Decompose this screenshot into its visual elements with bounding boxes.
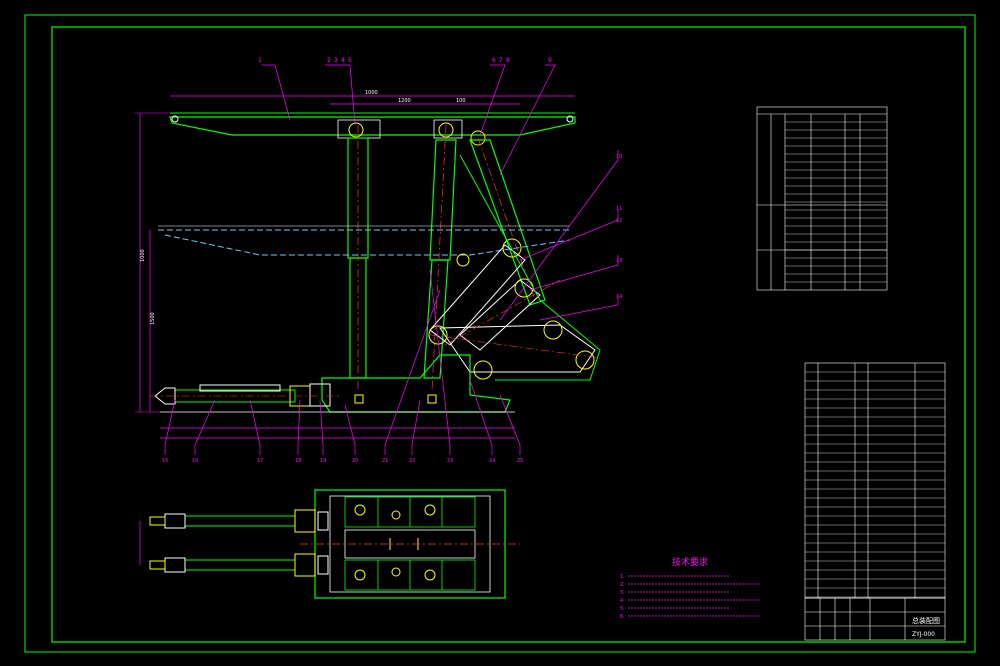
canopy-end-pin-left [171, 115, 179, 123]
part-label: 16 [192, 458, 198, 464]
tech-req-lines: 1. 2. 3. 4. 5. 6. [620, 574, 760, 620]
push-cylinder [154, 383, 331, 407]
part-label: 1 [258, 57, 262, 64]
dimension-text: 1000 [365, 90, 378, 96]
extended-beam-hidden-lower [164, 234, 571, 256]
part-label: 12 [616, 218, 622, 224]
leaders-right [499, 150, 619, 321]
parameter-table-rows [785, 121, 887, 283]
part-label: 18 [295, 458, 301, 464]
part-label: 21 [382, 458, 388, 464]
base-block-2 [427, 394, 437, 404]
base-block-1 [354, 394, 364, 404]
title-block-part-name: 总装配图 [912, 616, 940, 625]
parameter-table [756, 106, 888, 291]
inner-frame [51, 26, 966, 643]
canopy-pin-right [470, 130, 486, 146]
tech-req-item: 6. [620, 614, 625, 620]
right-leg-lower [423, 259, 449, 379]
plan-view [139, 489, 520, 599]
part-label: 4 [341, 57, 345, 64]
part-label: 24 [489, 458, 495, 464]
part-label: 22 [409, 458, 415, 464]
part-label: 2 [327, 57, 331, 64]
tech-req-item: 4. [620, 598, 625, 604]
part-labels-top: 1 2 3 4 5 6 7 8 9 [258, 57, 552, 64]
part-labels-right: 10 11 12 13 14 [616, 154, 622, 300]
dimension-text: 1000 [140, 249, 146, 262]
canopy-beam [169, 116, 576, 136]
canopy-pin-mid [438, 122, 454, 138]
dimensions-left: 1000 1500 [140, 249, 156, 325]
rear-link-centerline [477, 137, 536, 301]
linkage-centerline-1 [429, 334, 601, 359]
linkage-centerline-2 [444, 279, 561, 346]
tech-req-item: 5. [620, 606, 625, 612]
part-label: 6 [492, 57, 496, 64]
right-leg-centerline [431, 124, 447, 391]
part-label: 19 [320, 458, 326, 464]
leaders-bottom [164, 269, 521, 455]
plan-cylinders [149, 509, 329, 577]
tech-req-item: 3. [620, 590, 625, 596]
part-labels-bottom: 15 16 17 18 19 20 21 22 23 24 25 [162, 458, 523, 464]
front-elevation-view [135, 64, 619, 455]
canopy-pin-left [348, 122, 364, 138]
part-label: 3 [334, 57, 338, 64]
linkage-outline-green [459, 154, 601, 381]
part-label: 10 [616, 154, 622, 160]
rear-link-arm [469, 139, 546, 306]
tech-req-item: 2. [620, 582, 625, 588]
parts-list [804, 362, 946, 599]
part-label: 20 [352, 458, 358, 464]
tech-req-item: 1. [620, 574, 625, 580]
plan-pins [354, 504, 436, 581]
part-label: 5 [348, 57, 352, 64]
right-leg-upper [429, 139, 457, 261]
tech-req-title: 技术要求 [672, 556, 708, 568]
dimension-text: 1500 [150, 312, 156, 325]
title-block-drawing-number: ZYJ-000 [912, 631, 935, 638]
canopy-hinge-mid [433, 119, 463, 139]
dimension-text: 1200 [398, 98, 411, 104]
part-label: 9 [548, 57, 552, 64]
four-bar-linkage [428, 238, 596, 380]
parts-list-rows [805, 371, 945, 598]
title-block [804, 597, 946, 641]
part-label: 17 [257, 458, 263, 464]
technical-requirements: 技术要求 1. 2. 3. 4. 5. 6. [620, 556, 760, 620]
plan-inner-frame [329, 495, 491, 593]
part-label: 25 [517, 458, 523, 464]
part-label: 8 [506, 57, 510, 64]
canopy-end-pin-right [566, 115, 574, 123]
dimension-text: 100 [456, 98, 466, 104]
dimensions-top: 1000 1200 100 [365, 90, 466, 104]
leaders-top [262, 64, 556, 176]
part-label: 23 [447, 458, 453, 464]
part-label: 15 [162, 458, 168, 464]
part-label: 11 [616, 206, 622, 212]
outer-frame [24, 14, 976, 653]
part-label: 7 [499, 57, 503, 64]
part-label: 13 [616, 258, 622, 264]
part-label: 14 [616, 294, 622, 300]
